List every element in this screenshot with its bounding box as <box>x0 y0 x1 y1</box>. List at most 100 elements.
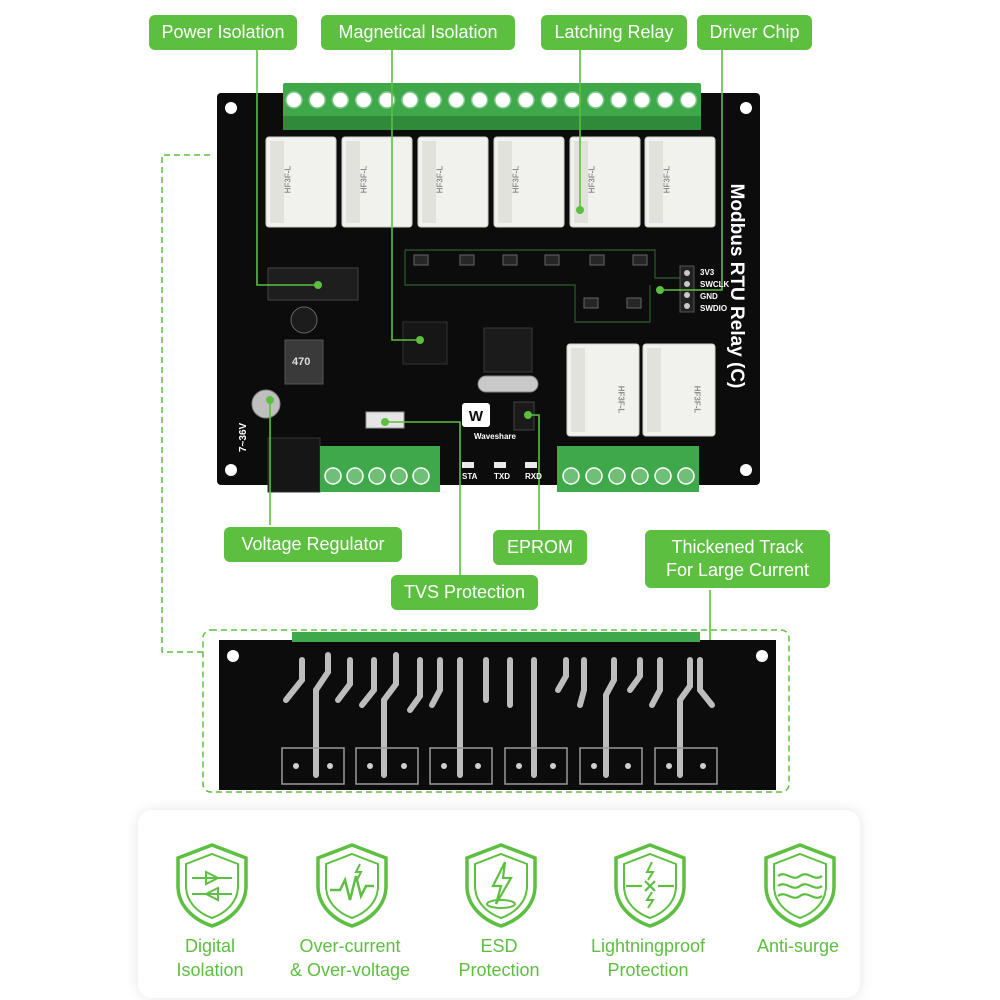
terminal-screw <box>354 91 373 109</box>
copper-track <box>335 657 353 703</box>
relay-model-label: HF3F-L <box>662 165 672 194</box>
callout-magnetical-isolation: Magnetical Isolation <box>321 15 515 50</box>
driver-chip <box>402 321 448 365</box>
relay-footprint <box>654 747 718 785</box>
terminal-screw <box>608 467 626 485</box>
relay-footprint <box>429 747 493 785</box>
callout-thickened-track: Thickened Track For Large Current <box>645 530 830 588</box>
terminal-screw <box>308 91 326 109</box>
relay-side <box>647 348 661 432</box>
terminal-screw <box>285 91 303 109</box>
leader-dots <box>266 206 714 666</box>
debug-header <box>679 265 695 313</box>
feature-digital-isolation: Digital Isolation <box>138 810 282 998</box>
feature-lightningproof: Lightningproof Protection <box>576 810 720 998</box>
copper-track <box>313 652 331 778</box>
feature-label: Anti-surge <box>756 936 840 956</box>
transistor <box>459 254 475 266</box>
relay-model-label: HF3F-L <box>435 165 445 194</box>
terminal-screw <box>679 91 698 109</box>
solder-pad <box>475 763 481 769</box>
feature-label: Over-current & Over-voltage <box>289 936 411 980</box>
terminal-screw <box>447 91 466 109</box>
feature-anti-surge: Anti-surge <box>726 810 870 998</box>
feature-label: Digital Isolation <box>176 936 244 980</box>
solder-pad <box>550 763 556 769</box>
eprom-chip <box>513 401 535 431</box>
terminal-screw <box>677 467 695 485</box>
terminal-screw <box>517 91 535 109</box>
relay-footprint <box>504 747 568 785</box>
relay-model-label: HF3F-L <box>692 385 702 414</box>
transistor <box>544 254 560 266</box>
relay-side <box>498 141 512 223</box>
led-label: RXD <box>525 472 542 481</box>
relay-pair <box>566 343 716 437</box>
relay-board-top: W <box>217 83 760 493</box>
crystal <box>477 375 539 393</box>
callout-voltage-regulator: Voltage Regulator <box>224 527 402 562</box>
anti-surge-icon <box>764 843 836 928</box>
callout-eprom: EPROM <box>493 530 587 565</box>
driver-transistors <box>413 254 648 309</box>
relay-footprint <box>355 747 419 785</box>
thickened-tracks <box>283 652 715 778</box>
terminal-screw <box>494 91 512 109</box>
solder-pad <box>293 763 299 769</box>
brand-label: Waveshare <box>474 432 516 441</box>
copper-track <box>677 657 693 778</box>
feature-label: ESD Protection <box>458 936 540 980</box>
debug-pin-label: GND <box>700 292 718 301</box>
capacitor <box>290 306 318 334</box>
inductor-marking: 470 <box>292 356 311 368</box>
terminal-screw <box>585 467 603 485</box>
terminal-screw <box>562 467 580 485</box>
protection-features-panel: Digital Isolation Over-current & Over-vo… <box>138 810 860 998</box>
transistor <box>632 254 648 266</box>
relay-footprint <box>579 747 643 785</box>
callout-latching-relay: Latching Relay <box>541 15 687 50</box>
terminal-screw <box>540 91 558 109</box>
capacitor <box>251 389 281 419</box>
transistor <box>502 254 518 266</box>
over-current-icon <box>316 843 388 928</box>
esd-protection-icon <box>465 843 537 928</box>
copper-track <box>429 657 443 708</box>
dashed-connector <box>161 154 790 793</box>
transistor <box>626 297 642 309</box>
led-label: TXD <box>494 472 510 481</box>
copper-track <box>697 657 715 708</box>
terminal-screw <box>563 91 582 109</box>
terminal-screw <box>412 467 430 485</box>
solder-pad <box>516 763 522 769</box>
terminal-screw <box>424 91 442 109</box>
copper-track <box>381 652 399 778</box>
input-voltage-label: 7~36V <box>238 422 249 452</box>
copper-track <box>577 657 587 708</box>
callout-power-isolation: Power Isolation <box>149 15 297 50</box>
relay-footprint <box>281 747 345 785</box>
relay-pads <box>281 747 718 785</box>
terminal-screw <box>656 91 674 109</box>
terminal-screw <box>324 467 342 485</box>
led-label: STA <box>462 472 478 481</box>
digital-isolation-icon <box>176 843 248 928</box>
copper-track <box>603 657 617 778</box>
output-terminal-block <box>557 446 699 492</box>
copper-track <box>407 657 423 713</box>
relay-side <box>649 141 663 223</box>
feature-over-current: Over-current & Over-voltage <box>278 810 422 998</box>
inductor <box>284 339 324 385</box>
transistor <box>413 254 429 266</box>
relay-side <box>574 141 588 223</box>
solder-pad <box>700 763 706 769</box>
board-title: Modbus RTU Relay (C) <box>716 180 756 400</box>
feature-esd-protection: ESD Protection <box>427 810 571 998</box>
transistor <box>589 254 605 266</box>
debug-pin-label: SWDIO <box>700 304 728 313</box>
relay-model-label: HF3F-L <box>616 385 626 414</box>
solder-pad <box>441 763 447 769</box>
debug-pin-label: 3V3 <box>700 268 715 277</box>
waveshare-logo: W <box>462 403 490 427</box>
